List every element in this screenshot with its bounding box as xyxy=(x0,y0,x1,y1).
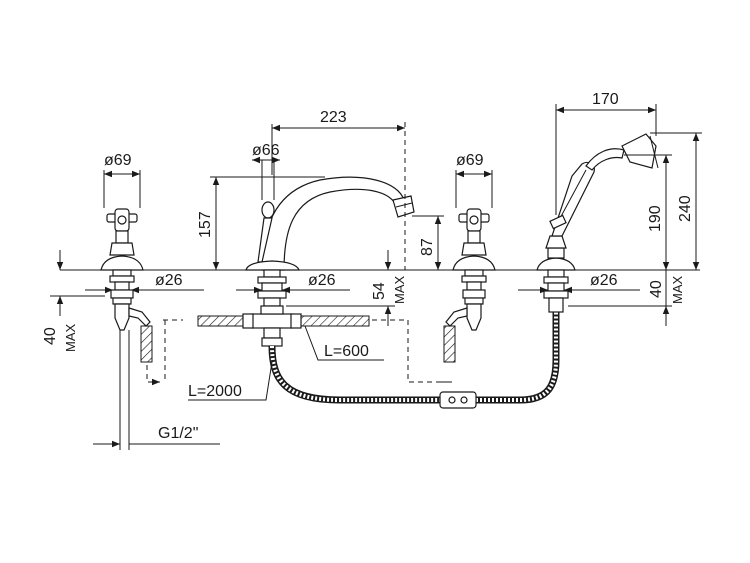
left-base-dia-dim: ø26 xyxy=(85,272,204,294)
spout-reach-dim: 223 xyxy=(271,109,406,270)
right-handle-dia-label: ø69 xyxy=(456,152,484,169)
left-deck-max-dim: 40 MAX xyxy=(42,250,105,352)
shower-height-label: 190 xyxy=(647,205,664,232)
thread-dim: G1/2" xyxy=(93,330,220,450)
hose-short-dim: L=600 xyxy=(304,325,384,361)
left-deck-max-label: MAX xyxy=(63,324,78,353)
left-base-dia-label: ø26 xyxy=(155,272,183,289)
total-height-dim: 240 xyxy=(650,132,702,270)
spout-height-label: 157 xyxy=(197,211,214,238)
hose-long-dim: L=2000 xyxy=(188,361,273,401)
spout-outlet-height-dim: 87 xyxy=(412,215,444,270)
right-deck-max-value: 40 xyxy=(648,280,665,298)
hose-long-label: L=2000 xyxy=(188,383,242,400)
left-handle-dia-dim: ø69 xyxy=(103,152,141,208)
shower-reach-dim: 170 xyxy=(555,91,657,215)
hose-short-label: L=600 xyxy=(324,343,369,360)
spout-height-dim: 157 xyxy=(197,176,325,270)
center-deck-max-value: 54 xyxy=(371,282,388,300)
total-height-label: 240 xyxy=(677,195,694,222)
left-deck-max-value: 40 xyxy=(42,327,59,345)
right-base-dia-dim: ø26 xyxy=(518,272,640,294)
center-right-dashed-connection xyxy=(372,319,450,383)
thread-label: G1/2" xyxy=(158,425,198,442)
hand-shower xyxy=(536,133,659,313)
center-base-dia-dim: ø26 xyxy=(236,272,350,294)
shower-height-dim: 190 xyxy=(624,154,672,270)
right-deck-max-label: MAX xyxy=(670,276,685,305)
left-cross-handle xyxy=(106,208,138,232)
right-handle-dia-dim: ø69 xyxy=(455,152,493,208)
shower-reach-label: 170 xyxy=(592,91,619,108)
spout-dia-dim: ø66 xyxy=(252,142,280,200)
center-deck-max-dim: 54 MAX xyxy=(286,250,407,326)
right-deck-max-dim: 40 MAX xyxy=(568,270,685,326)
center-base-dia-label: ø26 xyxy=(308,272,336,289)
right-base-dia-label: ø26 xyxy=(590,272,618,289)
spout-dia-label: ø66 xyxy=(252,142,280,159)
left-valve xyxy=(100,208,153,363)
spout xyxy=(197,176,415,347)
spout-reach-label: 223 xyxy=(320,109,347,126)
center-deck-max-label: MAX xyxy=(392,276,407,305)
right-valve xyxy=(443,208,496,363)
spout-outlet-height-label: 87 xyxy=(419,238,436,256)
left-dashed-connection xyxy=(146,365,160,383)
hose-weight xyxy=(439,391,477,409)
left-handle-dia-label: ø69 xyxy=(104,152,132,169)
